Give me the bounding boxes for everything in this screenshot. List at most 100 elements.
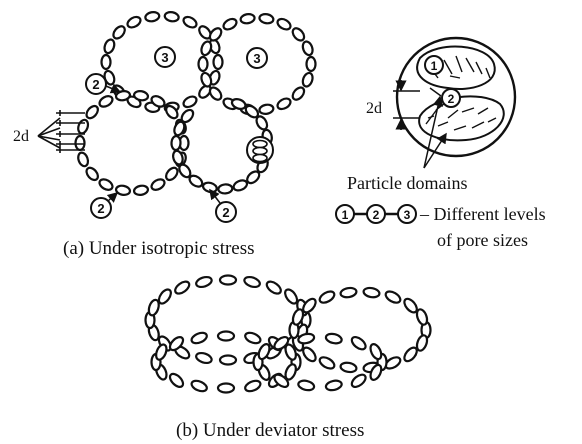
particle: [208, 27, 223, 42]
particle: [276, 17, 292, 31]
particle: [273, 335, 290, 351]
particle-domains-label: Particle domains: [347, 173, 467, 193]
svg-text:2d: 2d: [13, 128, 29, 145]
particle: [255, 115, 269, 131]
pore-level-3-label-right: 3: [246, 47, 268, 69]
particle: [112, 25, 126, 40]
pore-level-2-label-bottom-left: 2: [90, 192, 119, 219]
caption-a: (a) Under isotropic stress: [63, 238, 255, 259]
caption-b: (b) Under deviator stress: [176, 420, 364, 441]
particle: [144, 11, 161, 23]
particle: [182, 95, 198, 109]
svg-text:2: 2: [92, 77, 99, 92]
particle: [200, 71, 213, 88]
particle: [297, 332, 316, 345]
particle: [302, 297, 317, 314]
particle: [318, 356, 336, 370]
particle: [201, 181, 218, 194]
particle: [318, 290, 336, 304]
svg-text:2d: 2d: [366, 100, 382, 117]
particle-domains-callout: Particle domains: [347, 95, 467, 193]
particle: [163, 11, 180, 23]
particle: [188, 174, 204, 188]
particle: [291, 86, 306, 101]
particle: [324, 379, 343, 392]
svg-text:2: 2: [448, 92, 455, 106]
particle: [369, 343, 383, 361]
pore-levels-line1: – Different levels: [419, 204, 546, 224]
particle: [258, 103, 275, 115]
particle: [301, 40, 314, 57]
particle: [165, 166, 179, 182]
particle: [173, 120, 186, 137]
particle: [98, 95, 114, 108]
particle: [297, 379, 316, 392]
particle: [244, 379, 262, 393]
particle: [217, 183, 234, 195]
particle: [291, 27, 306, 42]
particle: [195, 275, 213, 289]
particle: [208, 86, 223, 101]
particle: [132, 184, 150, 196]
particle: [350, 335, 367, 351]
svg-text:2: 2: [373, 208, 380, 222]
legend-domain-diagram: 1 2: [395, 36, 517, 158]
particle: [182, 15, 198, 29]
panel-a-domain-circle: [246, 136, 274, 164]
svg-text:1: 1: [342, 208, 349, 222]
particle: [415, 334, 429, 352]
particle: [168, 372, 185, 388]
particle: [305, 55, 317, 73]
particle: [243, 275, 261, 289]
particle: [302, 346, 317, 363]
particle: [212, 53, 224, 71]
particle: [232, 179, 249, 192]
particle: [216, 382, 236, 394]
particle: [150, 178, 166, 191]
pore-levels-line2: of pore sizes: [437, 230, 528, 250]
particle: [324, 332, 343, 345]
particle: [350, 373, 367, 389]
particle: [197, 55, 209, 73]
particle: [165, 104, 179, 120]
particle: [230, 98, 247, 110]
particle: [74, 134, 86, 152]
pore-levels-legend: 1 2 3 – Different levels of pore sizes: [335, 204, 546, 250]
particle: [301, 71, 314, 88]
particle: [284, 288, 299, 305]
particle: [284, 343, 297, 361]
panel-b-particle-loops: [144, 274, 432, 394]
particle: [190, 331, 208, 345]
particle: [216, 330, 236, 342]
particle: [170, 134, 182, 152]
particle: [77, 151, 90, 168]
svg-text:3: 3: [253, 51, 260, 66]
particle: [403, 297, 418, 314]
particle: [103, 38, 116, 55]
particle: [178, 163, 192, 179]
particle: [284, 363, 297, 381]
pore-level-2-label-top: 2: [85, 73, 122, 95]
particle: [150, 95, 166, 108]
particle: [239, 13, 256, 25]
particle: [85, 166, 99, 182]
svg-text:1: 1: [431, 59, 438, 73]
particle: [273, 373, 290, 389]
pore-level-3-label-left: 3: [154, 46, 176, 68]
particle: [257, 343, 271, 361]
particle: [384, 290, 402, 304]
particle: [85, 104, 99, 120]
particle: [339, 286, 358, 299]
particle: [168, 336, 185, 352]
particle: [291, 308, 305, 326]
particle: [147, 298, 160, 317]
particle: [222, 17, 238, 31]
particle: [415, 308, 429, 326]
particle: [362, 286, 381, 299]
particle: [155, 343, 168, 361]
svg-text:3: 3: [161, 50, 168, 65]
particle: [114, 90, 132, 102]
particle: [339, 361, 358, 374]
particle: [126, 15, 142, 29]
panel-a-spacing-indicator: 2d: [13, 110, 85, 153]
